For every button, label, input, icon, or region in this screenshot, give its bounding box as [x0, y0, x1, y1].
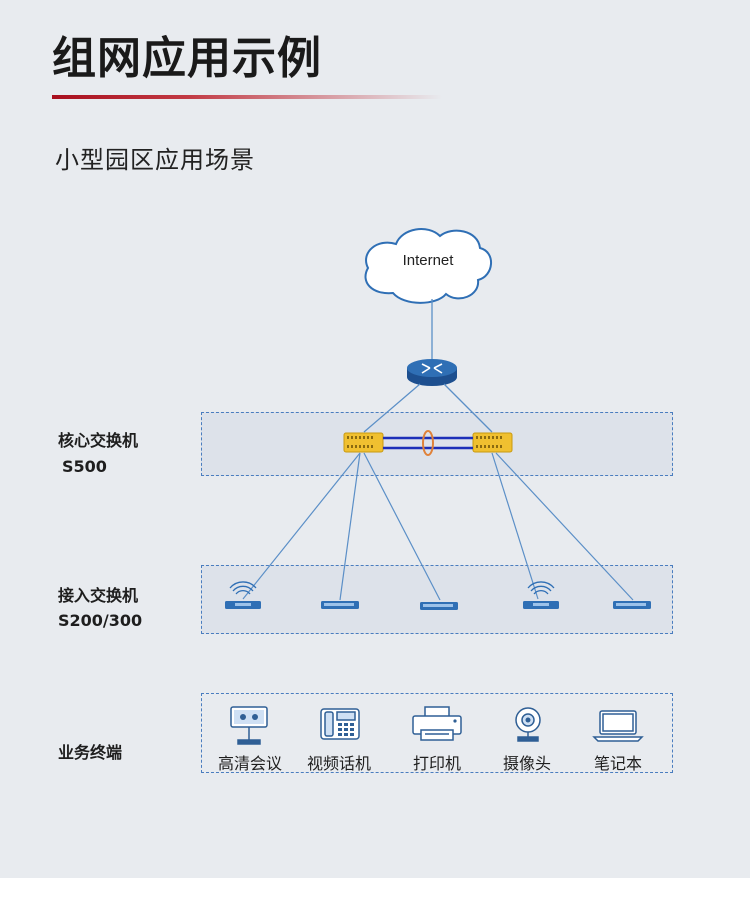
internet-label: Internet — [402, 252, 454, 269]
terminal-label-video-phone: 视频话机 — [306, 754, 372, 773]
printer-icon — [412, 706, 462, 741]
video-conference-icon — [230, 706, 268, 745]
internet-cloud-icon — [364, 228, 492, 304]
core-tier-model: S500 — [62, 457, 107, 476]
access-switch-1-icon — [225, 581, 261, 609]
page-title: 组网应用示例 — [52, 33, 322, 84]
core-access-links — [242, 452, 634, 601]
core-switch-right-icon — [472, 432, 513, 453]
access-tier-label: 接入交换机 — [58, 586, 139, 605]
camera-icon — [515, 707, 541, 742]
access-switch-5-icon — [613, 601, 651, 609]
access-tier-box — [201, 565, 673, 634]
title-underline — [52, 95, 442, 99]
terminal-label-camera: 摄像头 — [502, 754, 552, 773]
terminal-label-printer: 打印机 — [412, 754, 462, 773]
router-icon — [407, 359, 457, 386]
router-core-link-left — [363, 383, 421, 433]
access-switch-3-icon — [420, 602, 458, 610]
terminal-label-video-conference: 高清会议 — [217, 754, 283, 773]
terminal-label-laptop: 笔记本 — [593, 754, 643, 773]
video-phone-icon — [320, 708, 360, 740]
laptop-icon — [592, 710, 644, 742]
core-switch-left-icon — [343, 432, 384, 453]
terminal-tier-label: 业务终端 — [58, 743, 123, 762]
core-tier-box — [201, 412, 673, 476]
access-switch-2-icon — [321, 601, 359, 609]
stack-ring-icon — [422, 430, 434, 456]
page-subtitle: 小型园区应用场景 — [55, 146, 255, 174]
router-core-link-right — [443, 383, 493, 433]
access-switch-4-icon — [523, 581, 559, 609]
core-tier-label: 核心交换机 — [58, 431, 139, 450]
terminal-tier-box — [201, 693, 673, 773]
access-tier-model: S200/300 — [58, 611, 143, 630]
